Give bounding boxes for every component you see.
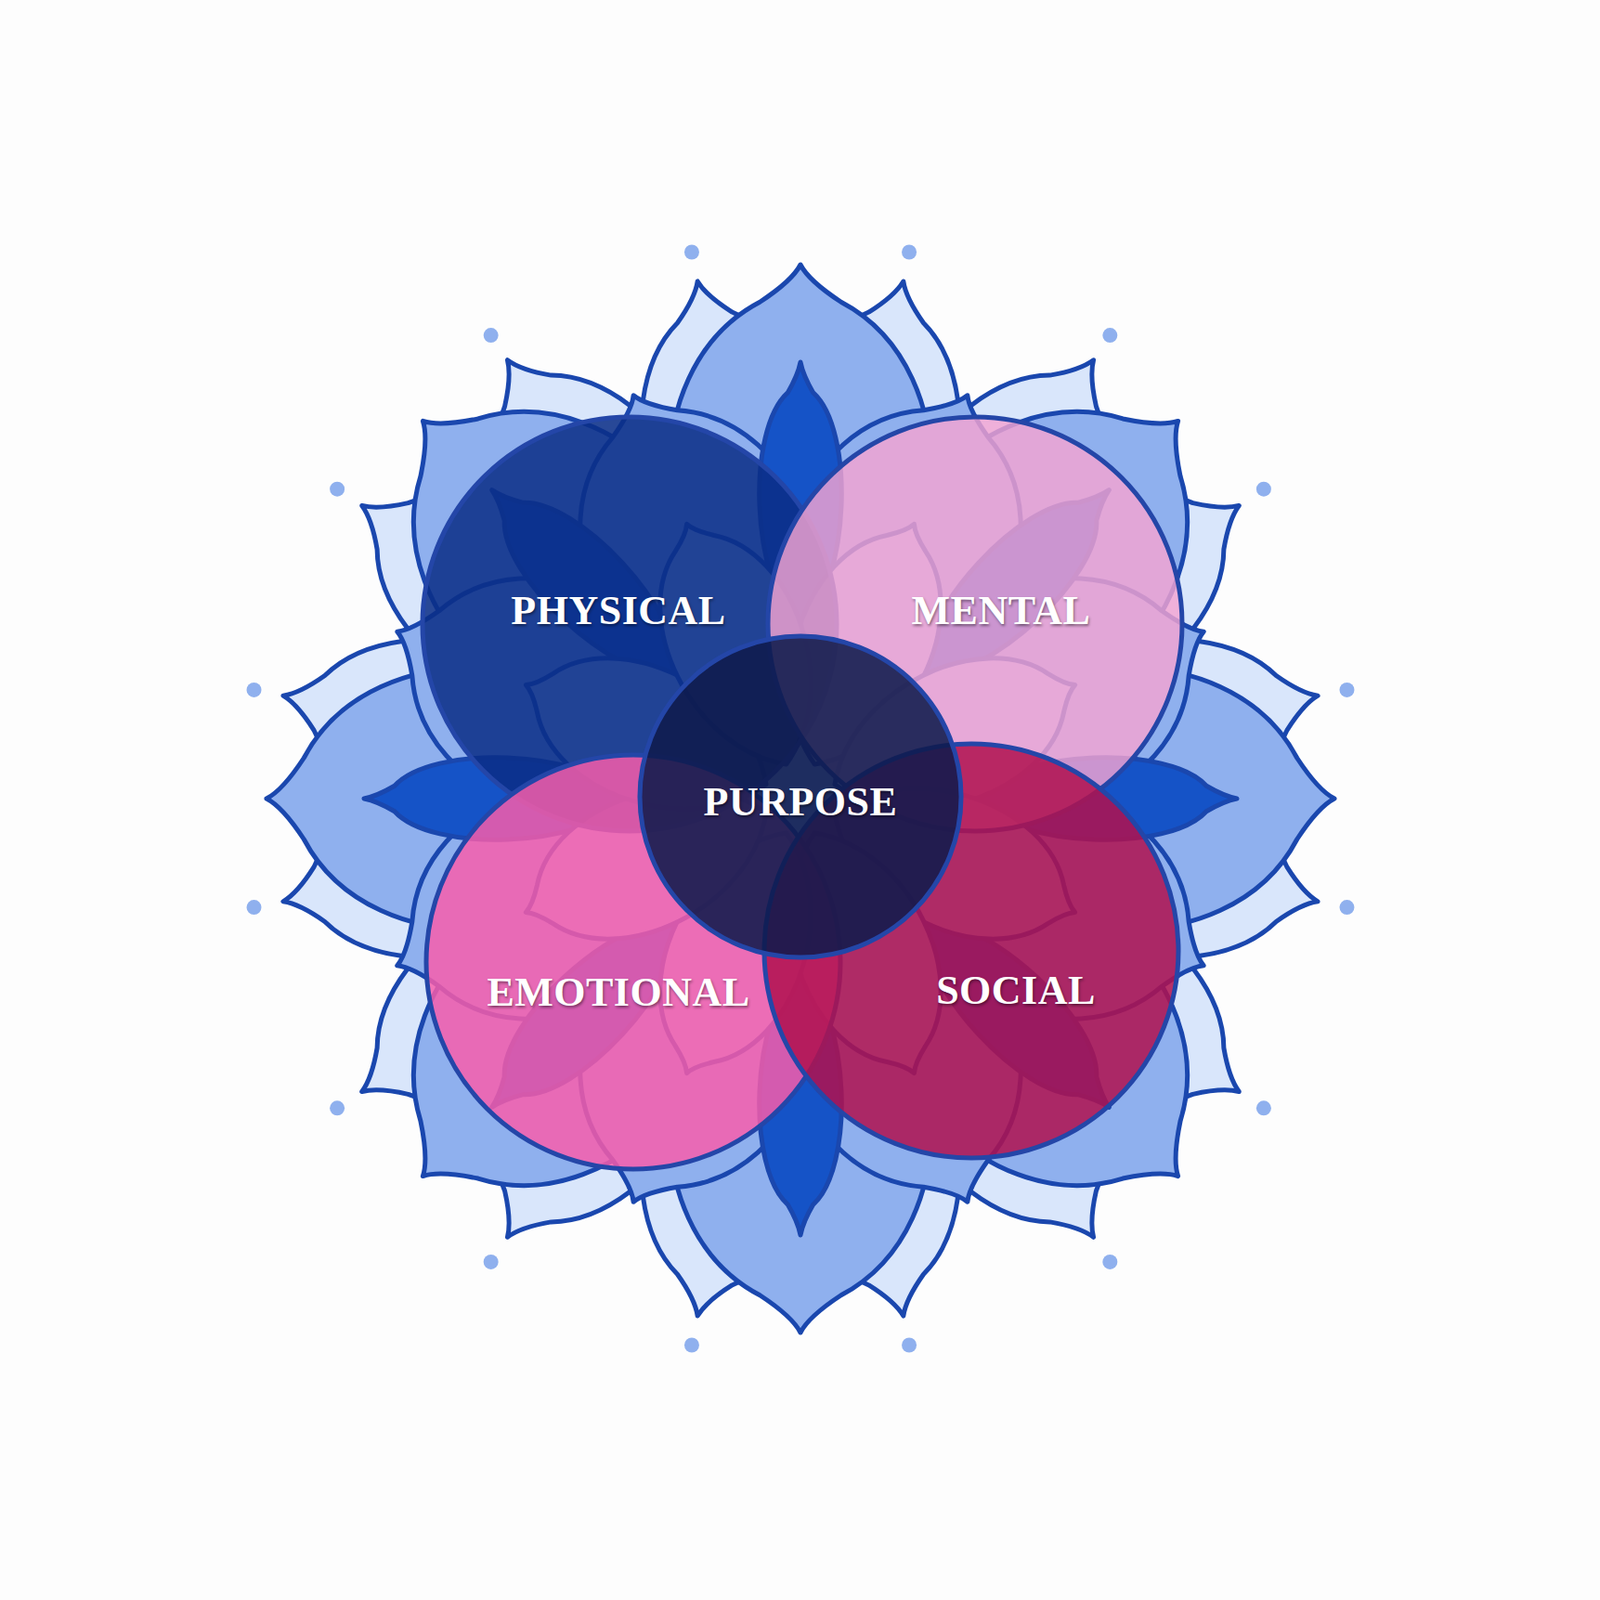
circle-label: MENTAL (911, 586, 1092, 635)
circle-label: PURPOSE (703, 778, 898, 826)
mandala-dot (1256, 1100, 1272, 1116)
mandala-dot (1256, 481, 1272, 497)
mandala-dot (1102, 327, 1118, 343)
mandala-dot (329, 1100, 345, 1116)
mandala-dot (247, 899, 262, 915)
mandala-dot (901, 245, 917, 261)
mandala-dot (1102, 1254, 1118, 1270)
circle-label: PHYSICAL (510, 586, 726, 635)
circle-label: EMOTIONAL (486, 968, 750, 1016)
circle-label: SOCIAL (936, 966, 1096, 1015)
mandala-dot (901, 1337, 917, 1353)
mandala-dot (1339, 899, 1354, 915)
mandala-dot (1339, 682, 1354, 698)
mandala-dot (247, 682, 262, 698)
mandala-dot (684, 1337, 700, 1353)
wellness-circle: PURPOSE (637, 633, 964, 961)
mandala-dot (684, 245, 700, 261)
mandala-dot (483, 327, 499, 343)
mandala-dot (329, 481, 345, 497)
mandala-dot (483, 1254, 499, 1270)
